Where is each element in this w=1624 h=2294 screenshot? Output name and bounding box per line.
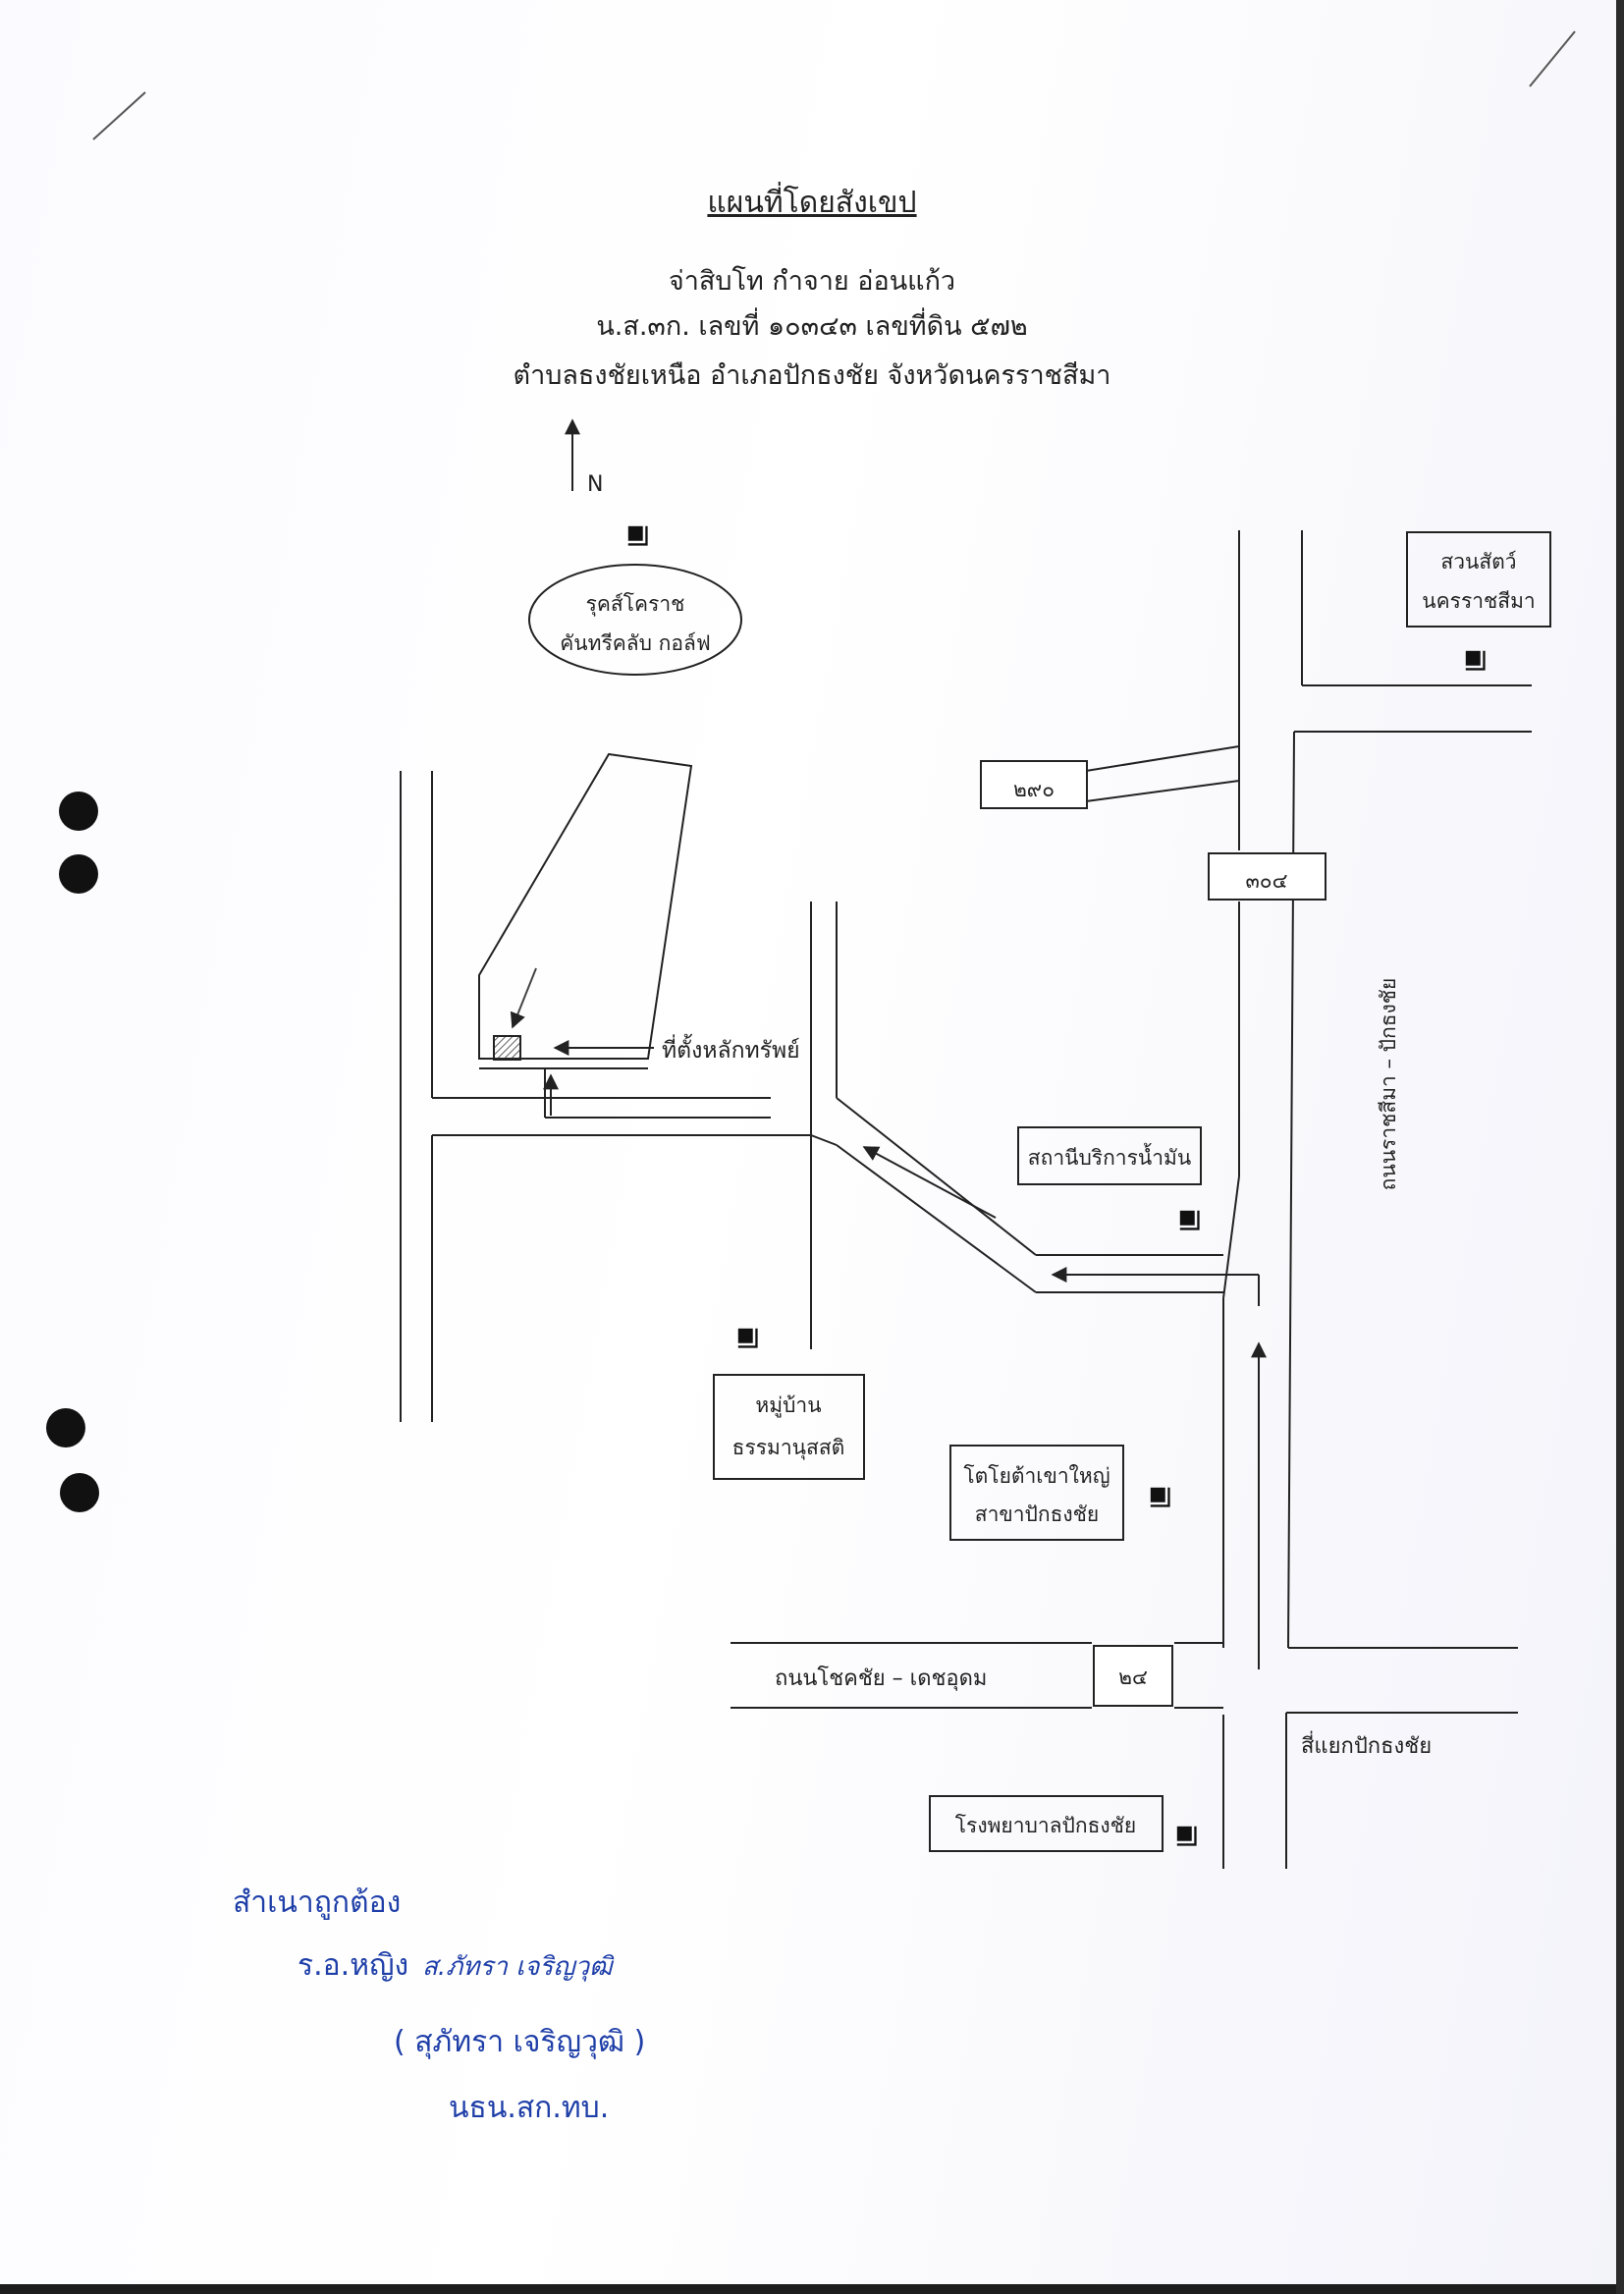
scan-mark [92, 91, 146, 140]
road-24-marker [1093, 1645, 1173, 1707]
chokchai-road [731, 1642, 1223, 1709]
landmark-icon [1149, 1486, 1170, 1507]
local-roads [400, 771, 1223, 1422]
zoo-marker [1406, 531, 1551, 628]
scan-edge-bottom [0, 2284, 1624, 2294]
property-label: ที่ตั้งหลักทรัพย์ [662, 1034, 800, 1064]
hospital-label: โรงพยาบาลปักธงชัย [955, 1814, 1136, 1837]
scan-mark [1529, 30, 1576, 87]
road-24-label: ๒๔ [1118, 1666, 1148, 1689]
location-line: ตำบลธงชัยเหนือ อำเภอปักธงชัย จังหวัดนครร… [513, 360, 1111, 391]
owner-line: จ่าสิบโท กำจาย อ่อนแก้ว [668, 266, 956, 297]
deed-line: น.ส.๓ก. เลขที่ ๑๐๓๔๓ เลขที่ดิน ๕๗๒ [596, 311, 1028, 342]
pointer-arrow [510, 967, 537, 1029]
certified-copy-text: สำเนาถูกต้อง [233, 1885, 402, 1920]
signer-position: นธน.สก.ทบ. [449, 2091, 610, 2125]
zoo-label-2: นครราชสีมา [1422, 589, 1535, 613]
property-plot [493, 1035, 521, 1061]
landmark-icon [1178, 1209, 1200, 1230]
property-parcel [478, 752, 693, 1060]
golf-club-marker [528, 564, 742, 676]
zoo-label-1: สวนสัตว์ [1440, 550, 1516, 574]
toyota-label-2: สาขาปักธงชัย [975, 1502, 1099, 1526]
punch-hole [59, 792, 98, 831]
punch-hole [60, 1473, 99, 1512]
rank-text: ร.อ.หญิง [298, 1948, 409, 1983]
page-title: แผนที่โดยสังเขป [707, 186, 917, 220]
signature: ส.ภัทรา เจริญวุฒิ [422, 1952, 613, 1982]
golf-club-label-1: รุคส์โคราช [586, 592, 685, 617]
road-304-label: ๓๐๔ [1245, 869, 1287, 893]
signer-name: ( สุภัทรา เจริญวุฒิ ) [394, 2025, 646, 2059]
landmark-icon [736, 1327, 758, 1348]
landmark-icon [626, 524, 648, 546]
landmark-icon [1175, 1825, 1197, 1846]
scan-edge-right [1616, 0, 1624, 2294]
road-290 [1085, 745, 1240, 802]
intersection-label: สี่แยกปักธงชัย [1301, 1730, 1432, 1759]
punch-hole [59, 854, 98, 894]
gas-station-marker [1017, 1126, 1202, 1185]
village-marker [713, 1374, 865, 1480]
landmark-icon [1464, 649, 1486, 671]
punch-hole [46, 1408, 85, 1447]
village-label-2: ธรรมานุสสติ [732, 1436, 845, 1460]
highway-roads [1222, 530, 1532, 1869]
chokchai-road-label: ถนนโชคชัย – เดชอุดม [775, 1666, 987, 1691]
road-290-marker [980, 760, 1088, 809]
road-290-label: ๒๙๐ [1013, 778, 1055, 801]
gas-station-label: สถานีบริการน้ำมัน [1028, 1143, 1191, 1170]
toyota-marker [949, 1445, 1124, 1541]
route-arrow [862, 1146, 997, 1219]
highway-name: ถนนราชสีมา – ปักธงชัย [1377, 978, 1400, 1191]
village-label-1: หมู่บ้าน [755, 1393, 821, 1418]
road-304-marker [1208, 852, 1326, 901]
hospital-marker [929, 1795, 1164, 1852]
north-label: N [587, 472, 603, 497]
toyota-label-1: โตโยต้าเขาใหญ่ [963, 1464, 1110, 1488]
golf-club-label-2: คันทรีคลับ กอล์ฟ [560, 631, 711, 655]
